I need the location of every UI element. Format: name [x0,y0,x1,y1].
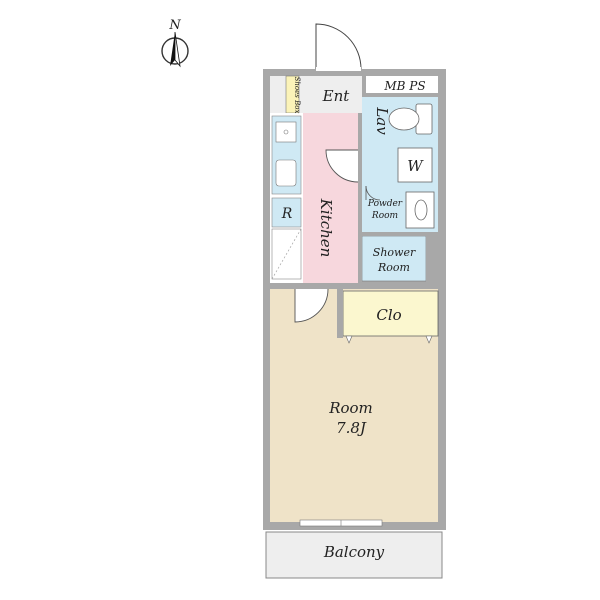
kitchen-label: Kitchen [317,198,335,258]
closet-overlay [342,290,439,337]
wall-shower-side [426,236,438,283]
entrance-door[interactable] [315,23,362,71]
shower-room-label-2: Room [377,261,410,274]
mb-ps-label: MB PS [383,79,425,93]
closet-label: Clo [376,306,401,324]
balcony-label: Balcony [323,543,385,561]
entrance-floor [270,76,362,113]
powder-door[interactable] [365,185,381,201]
entrance-label: Ent [322,87,351,105]
lavatory-label: Lav [373,106,391,135]
balcony [265,531,443,579]
sink-icon [275,121,297,143]
main-room-label: Room [328,399,373,417]
wall-closet-side [337,289,343,338]
north-compass: N [161,18,189,68]
mb-ps-area [366,76,438,93]
toilet-icon [388,103,433,135]
closet-door-left-icon [345,335,353,344]
washer-icon [397,147,433,183]
main-room-size: 7.8J [336,419,367,437]
shower-room-floor [361,235,427,282]
powder-room-label-1: Powder [367,199,403,209]
wall-ent-mbps [362,76,366,97]
wall-mbps [362,93,438,97]
wall-kitchen-wet [358,113,362,283]
closet-door-right-icon [425,335,433,344]
storage-diagonal [271,228,302,280]
room-door[interactable] [294,288,329,323]
refrigerator [271,197,302,228]
compass-label: N [168,18,181,33]
wall-kitchen-room [270,283,438,289]
powder-room-label-2: Room [371,211,398,221]
basin-icon [414,199,428,221]
compass-arrow-right-icon [174,31,181,68]
shoes-box-label: Shoes Box [293,77,301,114]
washer-label: W [407,157,424,175]
stove-icon [275,159,297,187]
faucet-icon [283,129,289,135]
vanity-icon [405,191,435,229]
compass-arrow-left-icon [170,32,175,66]
kitchen-door[interactable] [325,149,359,183]
wall-powder-shower [362,232,438,236]
refrigerator-label: R [281,206,293,222]
shower-room-label-1: Shower [373,246,416,259]
